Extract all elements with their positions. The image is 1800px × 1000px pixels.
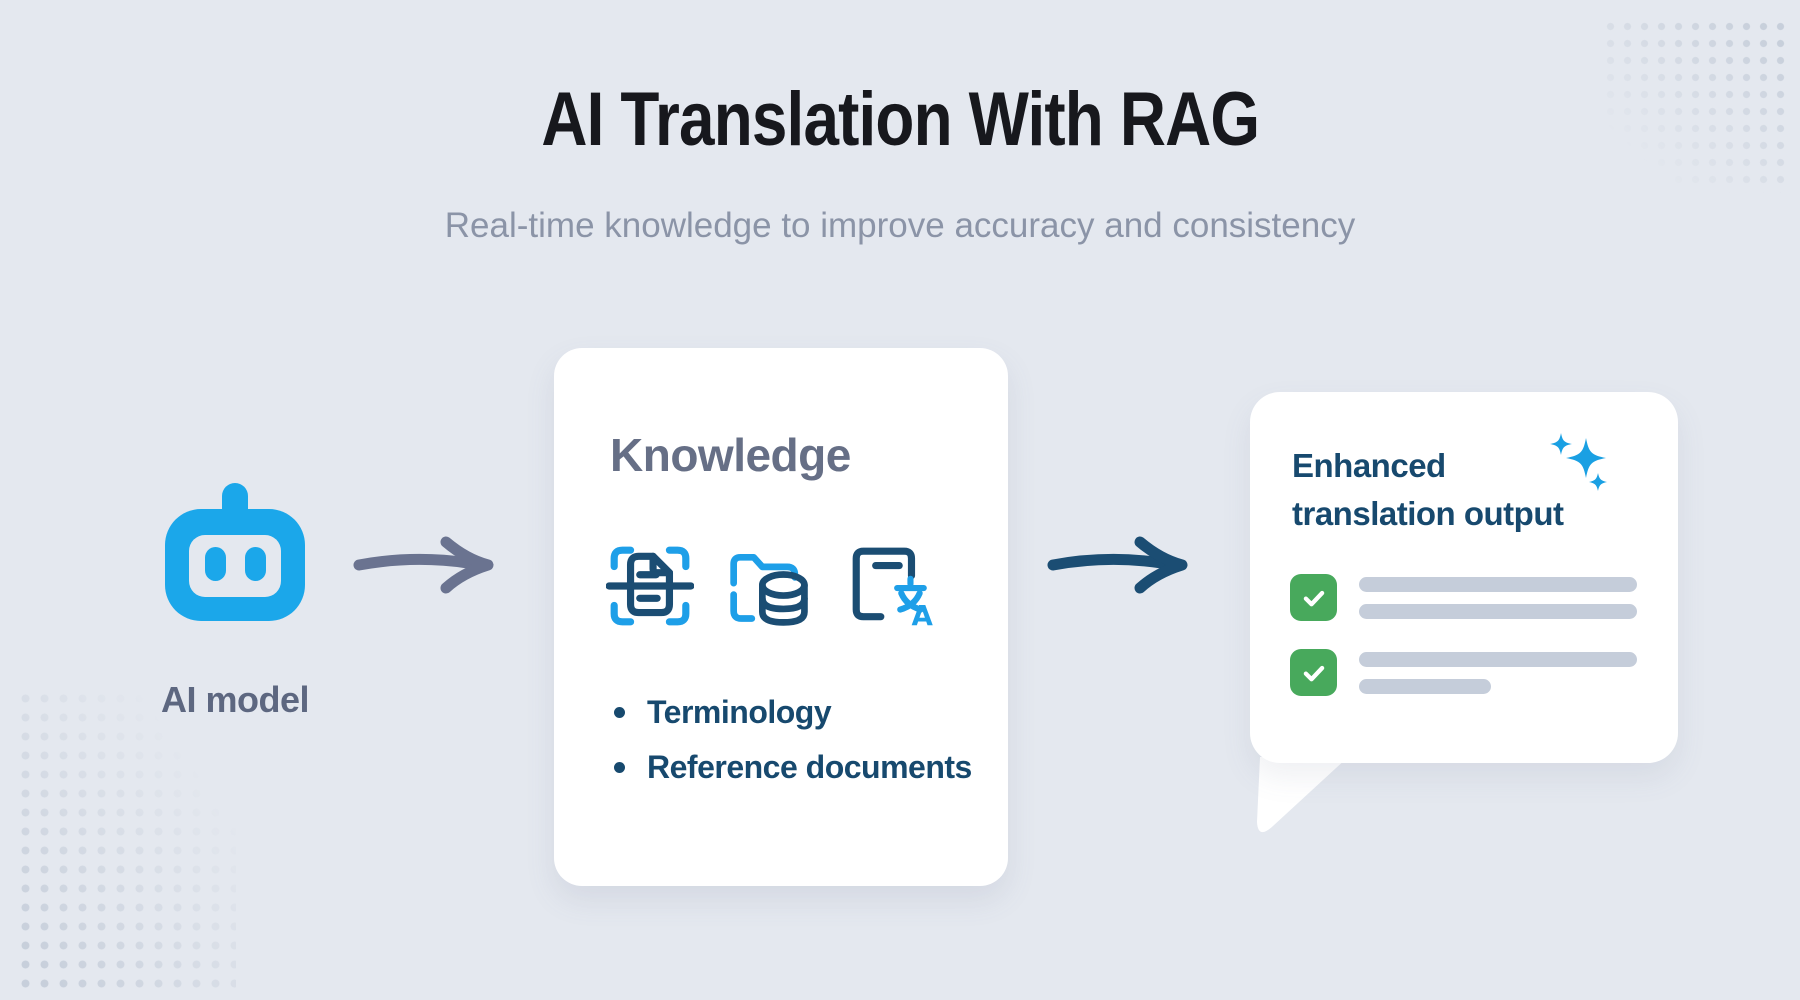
speech-bubble-tail xyxy=(1257,757,1348,833)
page-title: AI Translation With RAG xyxy=(0,76,1800,163)
knowledge-icons-row: A xyxy=(606,542,934,630)
robot-icon xyxy=(165,483,305,621)
page-title-text: AI Translation With RAG xyxy=(541,77,1260,162)
knowledge-card-title: Knowledge xyxy=(610,429,851,481)
placeholder-line xyxy=(1359,652,1637,667)
translate-document-icon: A xyxy=(852,547,933,630)
arrow-right-icon xyxy=(353,536,494,594)
arrow-right-icon xyxy=(1047,536,1188,594)
ai-model-label: AI model xyxy=(160,679,310,720)
bullet-label: Terminology xyxy=(647,694,832,730)
placeholder-lines xyxy=(1359,649,1637,696)
placeholder-line xyxy=(1359,604,1637,619)
placeholder-line xyxy=(1359,577,1637,592)
output-card-title: Enhanced translation output xyxy=(1292,447,1564,532)
folder-database-icon xyxy=(730,553,808,626)
placeholder-lines xyxy=(1359,574,1637,621)
placeholder-line xyxy=(1359,679,1491,694)
check-icon xyxy=(1290,574,1337,621)
bullet-label: Reference documents xyxy=(647,748,972,785)
knowledge-bullet-list: Terminology Reference documents xyxy=(614,694,972,804)
ai-model-node: AI model xyxy=(135,481,335,721)
scan-document-icon xyxy=(606,546,694,626)
knowledge-card: Knowledge xyxy=(554,348,1008,886)
output-card: Enhanced translation output xyxy=(1250,392,1678,763)
checklist xyxy=(1290,574,1637,724)
list-item: Reference documents xyxy=(614,749,972,786)
checklist-row xyxy=(1290,649,1637,696)
check-icon xyxy=(1290,649,1337,696)
page-subtitle: Real-time knowledge to improve accuracy … xyxy=(444,206,1356,245)
svg-text:A: A xyxy=(911,599,933,630)
sparkles-icon xyxy=(1550,433,1607,491)
bullet-dot xyxy=(614,706,625,718)
halftone-dots-bottom-left xyxy=(16,689,236,994)
checklist-row xyxy=(1290,574,1637,621)
bullet-dot xyxy=(614,761,625,773)
list-item: Terminology xyxy=(614,694,972,731)
